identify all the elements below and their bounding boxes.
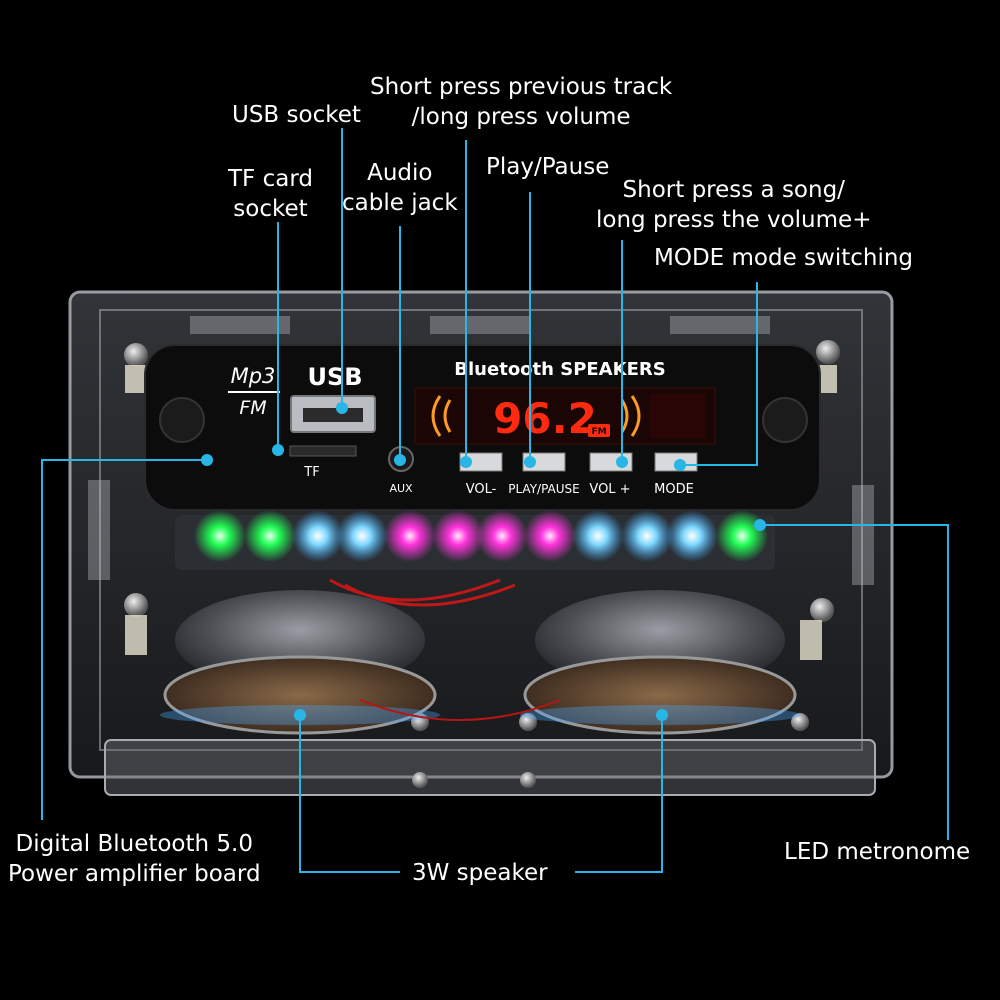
play-pause-callout-label: Play/Pause — [486, 154, 610, 180]
led-light — [476, 510, 528, 562]
tf-card-socket-label: TF card socket — [228, 164, 313, 224]
fm-display: 96.2 — [493, 394, 597, 443]
led-light — [432, 510, 484, 562]
aux-label: AUX — [389, 482, 413, 495]
audio-jack-line1: Audio — [367, 160, 433, 186]
usb-socket-label: USB socket — [232, 102, 361, 128]
audio-jack-line2: cable jack — [342, 190, 458, 216]
vol-plus-label: VOL + — [589, 482, 630, 497]
led-light — [194, 510, 246, 562]
usb-logo: USB — [307, 363, 362, 391]
next-song-label: Short press a song/ long press the volum… — [596, 175, 871, 235]
tf-slot — [289, 445, 357, 457]
led-light — [621, 510, 673, 562]
audio-jack-label: Audio cable jack — [342, 158, 458, 218]
tf-card-socket-line1: TF card — [228, 166, 313, 192]
led-board — [175, 510, 775, 607]
speaker-label: 3W speaker — [412, 860, 548, 886]
mp3-logo: Mp3 — [231, 364, 276, 388]
mode-switching-label: MODE mode switching — [654, 245, 914, 271]
led-light — [384, 510, 436, 562]
prev-track-line1: Short press previous track — [370, 74, 673, 100]
panel-title: Bluetooth SPEAKERS — [454, 359, 665, 380]
callout-dots — [201, 402, 766, 721]
tf-card-socket-line2: socket — [233, 196, 308, 222]
led-metronome-label: LED metronome — [784, 839, 971, 865]
led-light — [716, 510, 768, 562]
next-song-line1: Short press a song/ — [622, 177, 845, 203]
amplifier-board-line1: Digital Bluetooth 5.0 — [15, 831, 253, 857]
play-pause-label: PLAY/PAUSE — [508, 482, 580, 496]
fm-badge: FM — [591, 427, 606, 437]
led-light — [244, 510, 296, 562]
led-light — [336, 510, 388, 562]
led-light — [666, 510, 718, 562]
amplifier-board-line2: Power amplifier board — [8, 861, 261, 887]
vol-minus-label: VOL- — [466, 482, 497, 497]
prev-track-label: Short press previous track /long press v… — [370, 72, 672, 132]
next-song-line2: long press the volume+ — [596, 207, 872, 233]
mode-label: MODE — [654, 482, 694, 497]
led-light — [572, 510, 624, 562]
fm-logo: FM — [239, 397, 266, 419]
callout-lines — [41, 128, 949, 873]
amplifier-panel: Mp3 FM USB TF AUX Bluetooth SPEAKERS 96.… — [144, 344, 821, 511]
tf-label: TF — [303, 465, 319, 480]
prev-track-line2: /long press volume — [411, 104, 631, 130]
amplifier-board-label: Digital Bluetooth 5.0 Power amplifier bo… — [8, 829, 261, 889]
led-light — [292, 510, 344, 562]
led-light — [524, 510, 576, 562]
